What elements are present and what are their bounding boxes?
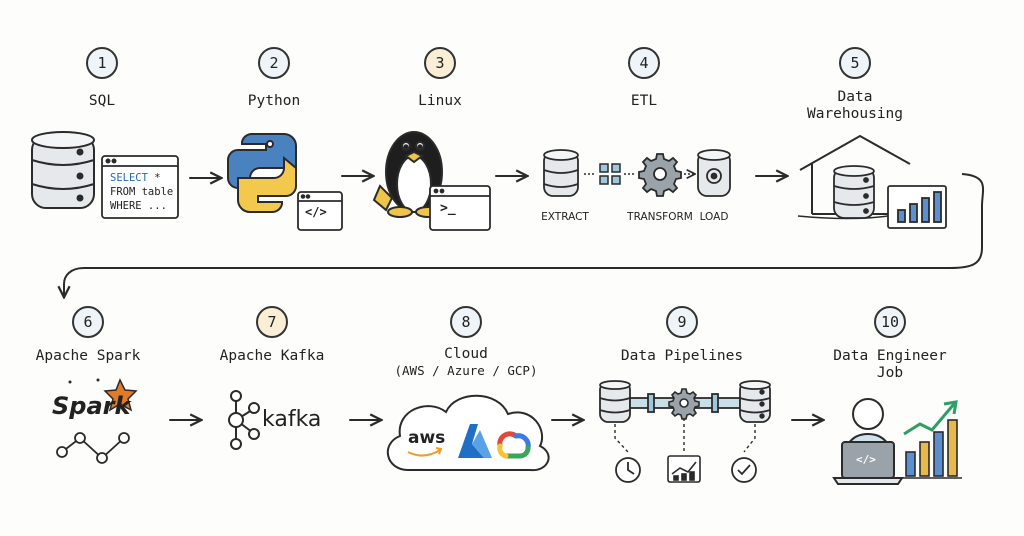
step-number: 9 [666, 306, 698, 338]
sql-code-snippet: SELECT * FROM table WHERE ... [110, 171, 173, 213]
step-number: 5 [839, 47, 871, 79]
step-python: 2 Python [174, 47, 374, 110]
step-number: 1 [86, 47, 118, 79]
penguin-icon [372, 131, 443, 218]
step-label: Data Pipelines [620, 348, 744, 364]
bar-chart-icon [887, 185, 947, 229]
step-label: Python [247, 93, 301, 109]
laptop-icon [832, 441, 904, 485]
step-label: Linux [418, 93, 462, 109]
step-apache-kafka: 7 Apache Kafka [172, 306, 372, 365]
database-icon [31, 131, 95, 209]
step-number: 2 [258, 47, 290, 79]
etl-extract-database-icon [543, 149, 579, 197]
azure-logo-icon [458, 424, 492, 458]
step-apache-spark: 6 Apache Spark [0, 306, 188, 365]
etl-load-database-icon [697, 149, 731, 197]
gear-icon [638, 153, 682, 197]
sql-text: FROM table [110, 186, 174, 198]
spark-logo-icon [68, 378, 138, 412]
pipeline-dashed-links [614, 418, 756, 453]
step-label: Apache Spark [35, 348, 141, 364]
step-data-warehousing: 5 Data Warehousing [755, 47, 955, 123]
step-label: Cloud [444, 346, 488, 362]
step-etl: 4 ETL [544, 47, 744, 110]
step-label: Apache Kafka [219, 348, 325, 364]
step-number: 7 [256, 306, 288, 338]
spark-wordmark: Spark [52, 392, 131, 420]
step-label: Data Engineer Job [833, 348, 947, 381]
code-brackets-icon: </> [305, 205, 327, 219]
clock-icon [615, 457, 641, 483]
step-data-engineer-job: 10 Data Engineer Job [790, 306, 990, 382]
code-window-icon [101, 155, 179, 219]
step-label: ETL [630, 93, 658, 109]
row-connector-arrow [64, 173, 985, 296]
step-number: 10 [874, 306, 906, 338]
sql-keyword: SELECT [110, 172, 148, 184]
warehouse-database-icon [833, 165, 875, 219]
terminal-prompt: >_ [440, 201, 456, 216]
sql-text: * [147, 172, 161, 184]
kafka-wordmark: kafka [262, 407, 322, 432]
step-number: 4 [628, 47, 660, 79]
step-linux: 3 Linux [340, 47, 540, 110]
row1-arrows [189, 176, 786, 178]
step-sql: 1 SQL [2, 47, 202, 110]
bar-chart-icon [667, 455, 701, 483]
python-logo-icon [227, 132, 297, 214]
step-sublabel: (AWS / Azure / GCP) [394, 363, 538, 378]
terminal-icon [429, 185, 491, 231]
etl-caption-extract: EXTRACT [541, 211, 589, 223]
step-cloud: 8 Cloud (AWS / Azure / GCP) [366, 306, 566, 379]
gear-icon [668, 388, 700, 420]
step-label: SQL [88, 93, 116, 109]
etl-transform-grid-icon [584, 163, 636, 185]
step-number: 3 [424, 47, 456, 79]
code-window-icon [297, 191, 343, 231]
etl-caption-load: LOAD [699, 211, 729, 223]
step-data-pipelines: 9 Data Pipelines [582, 306, 782, 365]
laptop-code-icon: </> [856, 453, 876, 466]
kafka-logo-icon [228, 390, 260, 450]
aws-logo-icon [407, 447, 443, 457]
gcp-logo-icon [497, 431, 531, 459]
spark-network-icon [56, 432, 130, 464]
step-number: 8 [450, 306, 482, 338]
etl-caption-transform: TRANSFORM [627, 211, 693, 223]
step-label: Data Warehousing [806, 89, 904, 122]
aws-wordmark: aws [408, 428, 446, 448]
step-number: 6 [72, 306, 104, 338]
growth-chart-icon [902, 400, 962, 479]
sql-text: WHERE ... [110, 200, 167, 212]
check-icon [731, 457, 757, 483]
